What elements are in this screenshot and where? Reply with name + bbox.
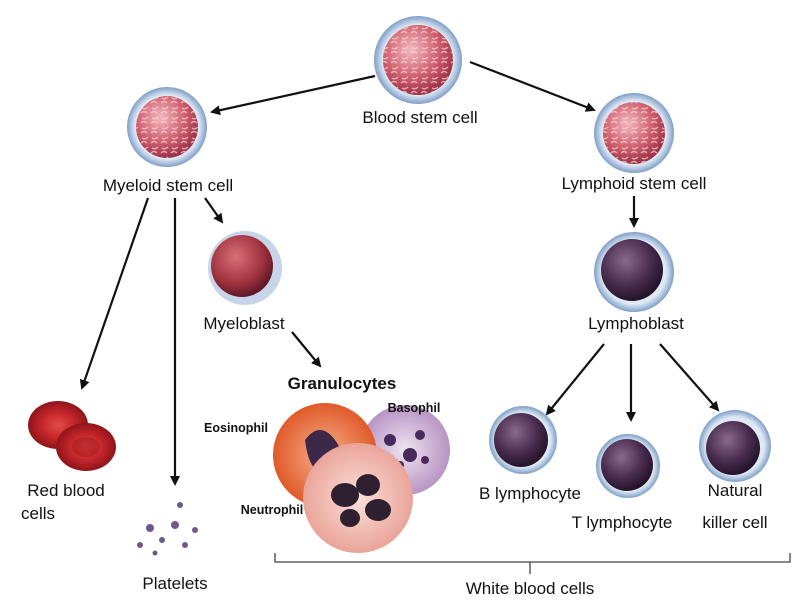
- arrow-lymphoblast-to-nk: [659, 343, 720, 412]
- arrow-stem-to-myeloid: [210, 74, 376, 116]
- t-lymphocyte-cell: [596, 434, 660, 498]
- label-myeloid-stem-cell: Myeloid stem cell: [103, 176, 233, 195]
- white-blood-cells-bracket: [274, 553, 791, 574]
- label-myeloblast: Myeloblast: [203, 314, 285, 333]
- myeloid-stem-cell: [127, 87, 207, 167]
- label-blood-stem-cell: Blood stem cell: [362, 108, 477, 127]
- red-blood-cells: [28, 401, 116, 471]
- label-b-lymphocyte: B lymphocyte: [479, 484, 581, 503]
- natural-killer-cell: [699, 410, 771, 482]
- arrow-myeloid-to-myeloblast: [204, 197, 224, 224]
- arrow-myeloid-to-rbc: [79, 197, 150, 390]
- blood-stem-cell: [374, 16, 462, 104]
- label-eosinophil: Eosinophil: [204, 421, 268, 435]
- arrow-myeloblast-to-granulocytes: [291, 331, 322, 368]
- platelets: [137, 502, 198, 556]
- label-natural-killer-line1: Natural: [708, 481, 763, 500]
- label-granulocytes: Granulocytes: [288, 374, 397, 393]
- b-lymphocyte-cell: [489, 406, 557, 474]
- label-neutrophil: Neutrophil: [241, 503, 304, 517]
- label-red-blood-cells-line2: cells: [21, 504, 55, 523]
- arrows: [79, 60, 720, 486]
- label-red-blood-cells-line1: Red blood: [27, 481, 105, 500]
- myeloblast-cell: [208, 231, 282, 305]
- label-t-lymphocyte: T lymphocyte: [572, 513, 673, 532]
- label-natural-killer-line2: killer cell: [702, 513, 767, 532]
- lymphoid-stem-cell: [594, 93, 674, 173]
- label-platelets: Platelets: [142, 574, 207, 593]
- arrow-stem-to-lymphoid: [469, 60, 596, 112]
- label-basophil: Basophil: [388, 401, 441, 415]
- label-lymphoid-stem-cell: Lymphoid stem cell: [562, 174, 707, 193]
- neutrophil-cell: [303, 443, 413, 553]
- arrow-lymphoblast-to-b: [545, 343, 605, 416]
- label-lymphoblast: Lymphoblast: [588, 314, 684, 333]
- lymphoblast-cell: [594, 232, 674, 312]
- label-white-blood-cells: White blood cells: [466, 579, 595, 598]
